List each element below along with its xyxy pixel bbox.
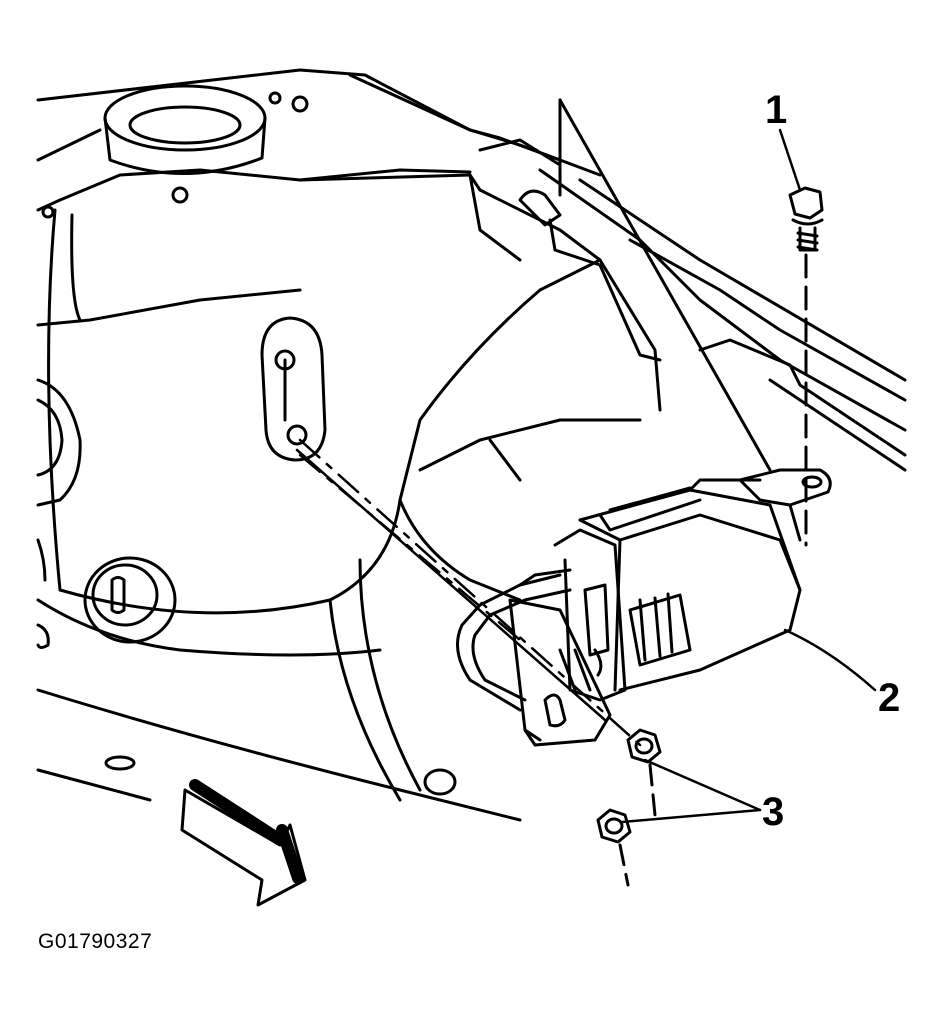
front-direction-arrow bbox=[180, 779, 307, 907]
mounting-slot bbox=[260, 316, 327, 462]
callout-2: 2 bbox=[878, 676, 901, 720]
callout-3: 3 bbox=[762, 790, 785, 834]
callout-leaders bbox=[620, 128, 877, 824]
callout-1: 1 bbox=[765, 88, 788, 132]
figure-id: G01790327 bbox=[38, 930, 153, 953]
strut-tower bbox=[36, 68, 642, 822]
nut-centerlines bbox=[618, 763, 657, 887]
nut-upper bbox=[626, 728, 662, 764]
frame-rail bbox=[348, 73, 907, 472]
reference-lines bbox=[558, 98, 772, 472]
nut-lower bbox=[596, 808, 632, 844]
bolt bbox=[788, 186, 824, 252]
slot-leader-lines bbox=[295, 448, 607, 722]
module-bracket bbox=[508, 598, 612, 747]
control-module bbox=[456, 468, 832, 712]
